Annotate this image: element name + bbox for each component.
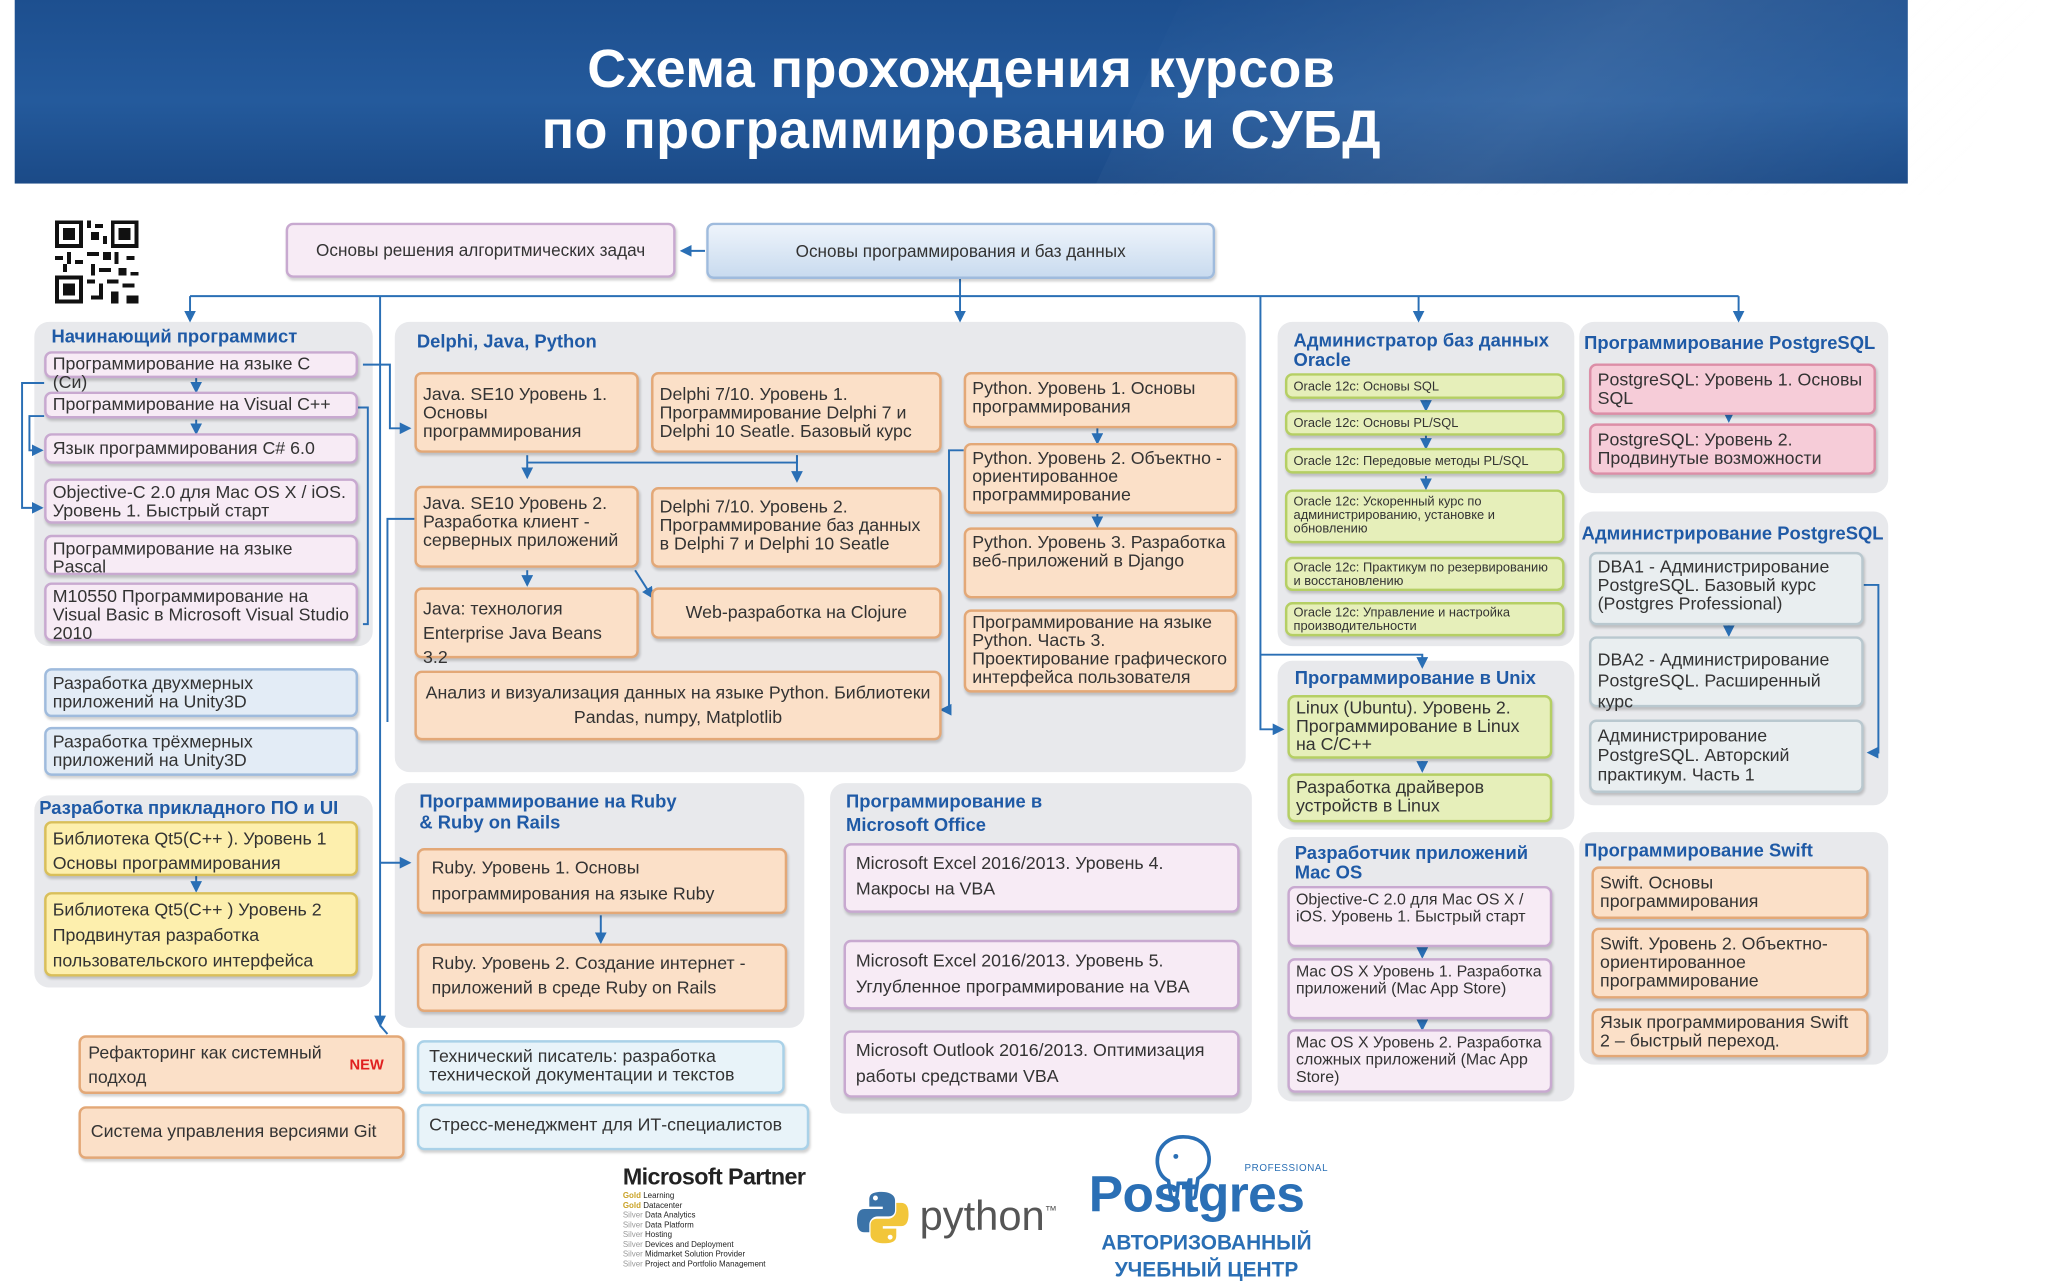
course-swift2-quick[interactable]: Язык программирования Swift 2 – быстрый … — [1591, 1008, 1869, 1058]
course-pascal[interactable]: Программирование на языке Pascal — [44, 534, 359, 577]
pg-auth-line-2: УЧЕБНЫЙ ЦЕНТР — [1114, 1257, 1299, 1282]
section-title-ruby: Программирование на Ruby & Ruby on Rails — [419, 791, 677, 834]
microsoft-partner-competencies: Gold Learning Gold Datacenter Silver Dat… — [623, 1192, 766, 1270]
course-refactoring[interactable]: Рефакторинг как системный подход — [78, 1035, 405, 1094]
title-line-1: Схема прохождения курсов — [587, 39, 1336, 100]
ms-competency: Silver Midmarket Solution Provider — [622, 1250, 746, 1260]
ms-competency: Silver Data Platform — [622, 1221, 694, 1230]
new-badge: NEW — [349, 1056, 384, 1074]
course-excel-level5[interactable]: Microsoft Excel 2016/2013. Уровень 5. Уг… — [843, 939, 1240, 1010]
course-visual-basic[interactable]: M10550 Программирование на Visual Basic … — [44, 582, 359, 643]
section-title-unix: Программирование в Unix — [1294, 668, 1536, 689]
course-postgresql-level2[interactable]: PostgreSQL: Уровень 2. Продвинутые возмо… — [1589, 423, 1876, 475]
microsoft-partner-logo: Microsoft Partner — [622, 1164, 806, 1191]
course-unity-3d[interactable]: Разработка трёхмерных приложений на Unit… — [44, 726, 359, 776]
section-title-pgprog: Программирование PostgreSQL — [1584, 332, 1876, 354]
ms-competency: Silver Project and Portfolio Management — [622, 1260, 766, 1269]
section-title-pgadmin: Администрирование PostgreSQL — [1581, 523, 1884, 545]
course-git[interactable]: Система управления версиями Git — [78, 1106, 405, 1159]
course-oracle-performance[interactable]: Oracle 12c: Управление и настройка произ… — [1284, 602, 1565, 637]
course-csharp[interactable]: Язык программирования C# 6.0 — [44, 433, 359, 464]
title-banner: Схема прохождения курсов по программиров… — [14, 0, 1908, 184]
title-line-2: по программированию и СУБД — [541, 100, 1381, 161]
ms-competency: Silver Devices and Deployment — [622, 1240, 734, 1250]
pg-auth-line-1: АВТОРИЗОВАННЫЙ — [1101, 1231, 1312, 1255]
course-linux-drivers[interactable]: Разработка драйверов устройств в Linux — [1287, 773, 1553, 823]
section-title-beginner: Начинающий программист — [51, 326, 298, 348]
ms-competency: Gold Datacenter — [622, 1201, 683, 1211]
course-oracle-advanced-plsql[interactable]: Oracle 12c: Передовые методы PL/SQL — [1284, 447, 1565, 474]
course-python-level3[interactable]: Python. Уровень 3. Разработка веб-прилож… — [963, 527, 1238, 599]
course-oracle-plsql[interactable]: Oracle 12c: Основы PL/SQL — [1284, 409, 1565, 436]
course-ruby-level1[interactable]: Ruby. Уровень 1. Основы программирования… — [416, 848, 788, 915]
section-title-applied: Разработка прикладного ПО и UI — [39, 797, 339, 819]
course-objective-c-beginner[interactable]: Objective-C 2.0 для Mac OS X / iOS. Уров… — [44, 478, 359, 524]
course-swift-basics[interactable]: Swift. Основы программирования — [1591, 866, 1869, 919]
postgres-elephant-icon — [1155, 1134, 1211, 1201]
ms-competency: Silver Data Analytics — [622, 1211, 696, 1221]
course-excel-level4[interactable]: Microsoft Excel 2016/2013. Уровень 4. Ма… — [843, 843, 1240, 913]
course-python-level1[interactable]: Python. Уровень 1. Основы программирован… — [963, 372, 1238, 429]
course-programming-db-basics[interactable]: Основы программирования и баз данных — [706, 222, 1216, 280]
course-oracle-sql[interactable]: Oracle 12c: Основы SQL — [1284, 373, 1565, 399]
page-title: Схема прохождения курсов по программиров… — [15, 39, 1908, 161]
course-postgresql-level1[interactable]: PostgreSQL: Уровень 1. Основы SQL — [1589, 363, 1876, 415]
course-visual-cpp[interactable]: Программирование на Visual C++ — [44, 391, 359, 419]
course-python-gui[interactable]: Программирование на языке Python. Часть … — [963, 609, 1238, 693]
course-python-level2[interactable]: Python. Уровень 2. Объектно - ориентиров… — [963, 442, 1238, 514]
course-java-level1[interactable]: Java. SE10 Уровень 1. Основы программиро… — [414, 372, 639, 453]
course-tech-writer[interactable]: Технический писатель: разработка техниче… — [416, 1040, 785, 1094]
section-title-office: Программирование в Microsoft Office — [846, 791, 1043, 836]
course-swift-level2[interactable]: Swift. Уровень 2. Объектно-ориентированн… — [1591, 927, 1869, 999]
course-delphi-level1[interactable]: Delphi 7/10. Уровень 1. Программирование… — [651, 372, 942, 453]
course-algorithmic-tasks[interactable]: Основы решения алгоритмических задач — [285, 222, 676, 278]
postgres-logo-text: Postgres — [1088, 1164, 1305, 1223]
course-java-level2[interactable]: Java. SE10 Уровень 2. Разработка клиент … — [414, 485, 639, 568]
course-web-clojure[interactable]: Web-разработка на Clojure — [651, 587, 942, 639]
ms-competency: Silver Hosting — [622, 1231, 673, 1240]
course-qt5-level1[interactable]: Библиотека Qt5(C++ ). Уровень 1 Основы п… — [44, 821, 359, 877]
page-root: Схема прохождения курсов по программиров… — [0, 0, 1920, 1280]
course-c-language[interactable]: Программирование на языке C (Си) — [44, 351, 359, 392]
python-logo-icon — [857, 1191, 909, 1244]
python-logo-text: python™ — [919, 1193, 1058, 1240]
diagram-canvas: Схема прохождения курсов по программиров… — [0, 0, 1920, 1280]
ms-competency: Gold Learning — [622, 1191, 675, 1201]
course-unity-2d[interactable]: Разработка двухмерных приложений на Unit… — [44, 668, 359, 718]
section-title-swift: Программирование Swift — [1584, 840, 1813, 862]
course-macos-level1[interactable]: Mac OS X Уровень 1. Разработка приложени… — [1287, 958, 1553, 1020]
course-delphi-level2[interactable]: Delphi 7/10. Уровень 2. Программирование… — [651, 487, 942, 568]
course-macos-level2[interactable]: Mac OS X Уровень 2. Разработка сложных п… — [1287, 1029, 1553, 1093]
course-oracle-admin-accelerated[interactable]: Oracle 12c: Ускоренный курс по администр… — [1284, 489, 1565, 544]
course-outlook-vba[interactable]: Microsoft Outlook 2016/2013. Оптимизация… — [843, 1030, 1240, 1098]
qr-code-icon — [55, 220, 139, 304]
course-dba2[interactable]: DBA2 - Администрирование PostgreSQL. Рас… — [1589, 636, 1864, 712]
course-python-data-analysis[interactable]: Анализ и визуализация данных на языке Py… — [414, 670, 942, 741]
section-title-oracle: Администратор баз данных Oracle — [1293, 330, 1549, 371]
course-objective-c-mac[interactable]: Objective-C 2.0 для Mac OS X / iOS. Уров… — [1287, 885, 1553, 948]
postgres-professional-label: PROFESSIONAL — [1244, 1162, 1329, 1174]
course-dba1[interactable]: DBA1 - Администрирование PostgreSQL. Баз… — [1589, 551, 1864, 626]
section-title-djp: Delphi, Java, Python — [416, 331, 597, 353]
course-java-ejb[interactable]: Java: технология Enterprise Java Beans 3… — [414, 587, 639, 668]
course-oracle-backup[interactable]: Oracle 12c: Практикум по резервированию … — [1284, 556, 1565, 592]
course-ruby-level2[interactable]: Ruby. Уровень 2. Создание интернет - при… — [416, 943, 788, 1012]
postgres-authorized-center: АВТОРИЗОВАННЫЙ УЧЕБНЫЙ ЦЕНТР — [1094, 1230, 1320, 1284]
course-qt5-level2[interactable]: Библиотека Qt5(C++ ) Уровень 2 Продвинут… — [44, 892, 359, 977]
course-stress-management[interactable]: Стресс-менеджмент для ИТ-специалистов — [416, 1103, 810, 1151]
course-postgresql-author-practicum[interactable]: Администрирование PostgreSQL. Авторский … — [1589, 719, 1864, 793]
section-title-mac: Разработчик приложений Mac OS — [1294, 843, 1529, 884]
course-linux-programming[interactable]: Linux (Ubuntu). Уровень 2. Программирова… — [1287, 695, 1553, 759]
